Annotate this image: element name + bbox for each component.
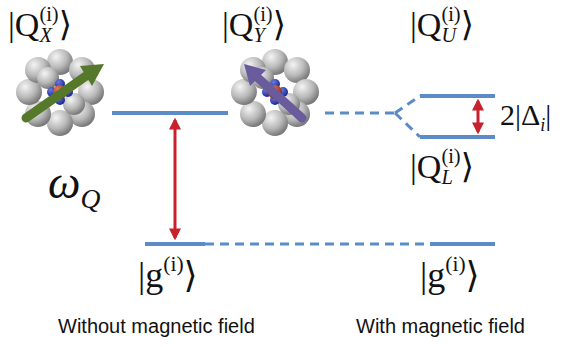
subscript: X (39, 25, 58, 46)
symbol-text: ⟩ (466, 255, 480, 295)
symbol-text: |Q (222, 6, 253, 43)
symbol-text: Without magnetic field (58, 315, 255, 337)
symbol-text: |g (138, 255, 163, 295)
symbol-text: 2|Δ (500, 98, 540, 131)
superscript: (i) (441, 146, 460, 167)
symbol-text: |Q (410, 6, 441, 43)
state-label: ωQ (48, 160, 100, 212)
subscript: i (540, 115, 545, 135)
state-label: |Q(i)L⟩ (410, 146, 474, 189)
superscript: (i) (445, 252, 465, 276)
symbol-text: ⟩ (184, 255, 198, 295)
superscript: (i) (39, 4, 58, 25)
symbol-text: With magnetic field (356, 315, 525, 337)
symbol-text: |g (420, 255, 445, 295)
state-label: |g(i)⟩ (138, 254, 198, 293)
symbol-text: |Q (410, 148, 441, 185)
index-stack: (i)X (39, 4, 58, 47)
index-stack: (i)Y (253, 4, 272, 47)
state-label: 2|Δi| (500, 100, 551, 134)
symbol-text: ⟩ (59, 6, 72, 43)
symbol-text: ⟩ (273, 6, 286, 43)
state-label: |Q(i)Y⟩ (222, 4, 286, 47)
index-stack: (i)U (441, 4, 460, 47)
symbol-text: | (545, 98, 551, 131)
subscript: U (441, 25, 460, 46)
symbol-text: ⟩ (461, 6, 474, 43)
symbol-text: |Q (8, 6, 39, 43)
superscript: (i) (441, 4, 460, 25)
superscript: (i) (253, 4, 272, 25)
state-label: |Q(i)U⟩ (410, 4, 474, 47)
caption-text: Without magnetic field (58, 316, 255, 336)
state-label: |g(i)⟩ (420, 254, 480, 293)
superscript: (i) (163, 252, 183, 276)
subscript: Y (253, 25, 272, 46)
symbol-text: ⟩ (461, 148, 474, 185)
subscript: L (441, 167, 460, 188)
subscript: Q (80, 183, 100, 214)
index-stack: (i)L (441, 146, 460, 189)
state-label: |Q(i)X⟩ (8, 4, 72, 47)
caption-text: With magnetic field (356, 316, 525, 336)
symbol-text: ω (48, 157, 80, 208)
